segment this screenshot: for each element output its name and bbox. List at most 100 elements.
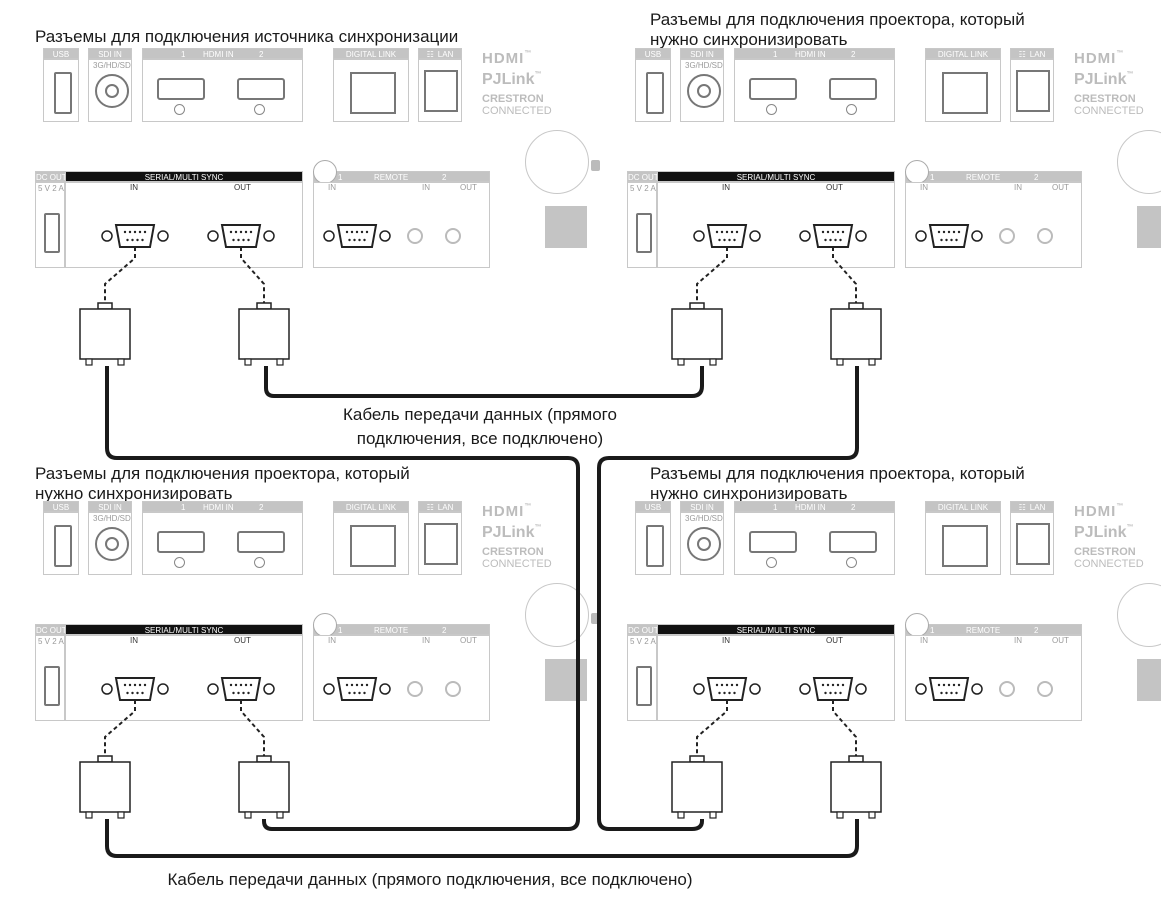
usb-label: USB xyxy=(43,501,79,512)
panel-target-top-right-remote-1-connector-pin xyxy=(957,230,961,234)
serial-multi-sync-ports: IN OUT xyxy=(657,182,895,268)
sdi-bnc-connector xyxy=(687,74,721,108)
panel-target-bottom-left-remote-1-connector-pin xyxy=(363,691,366,695)
panel-target-bottom-right-serial-out-connector-pin xyxy=(829,691,832,695)
panel-target-bottom-left-serial-in-connector-pin xyxy=(136,691,139,695)
remote-1-in-label: IN xyxy=(328,636,336,645)
panel-source-serial-out-connector-shell xyxy=(220,224,262,248)
panel-target-top-right-remote-1-connector-pin xyxy=(940,238,943,242)
pjlink-logo-text: PJLink xyxy=(482,524,535,541)
pjlink-logo-tm: ™ xyxy=(1126,71,1134,78)
panel-target-top-right-remote-1-connector-pin xyxy=(955,238,958,242)
serial-in-label: IN xyxy=(130,636,138,645)
panel-target-bottom-right-serial-in-connector-pin xyxy=(730,683,734,687)
panel-source-in-plug-body xyxy=(79,308,131,360)
pjlink-logo: PJLink™ xyxy=(1074,524,1133,542)
sdi-in-label: SDI IN xyxy=(88,501,132,512)
crestron-logo: CRESTRON xyxy=(482,546,544,558)
panel-target-bottom-right-serial-in-connector-pin xyxy=(720,683,724,687)
panel-source-remote-1-connector-pin xyxy=(355,230,359,234)
usb-port xyxy=(635,512,671,575)
crestron-connected-logo: CONNECTED xyxy=(482,558,552,570)
panel-target-bottom-left-serial-out-connector-pin xyxy=(244,683,248,687)
remote-label: REMOTE xyxy=(966,626,1001,635)
panel-source-serial-out-connector-right-screw xyxy=(263,230,275,242)
panel-target-bottom-right-serial-out-connector-right-screw xyxy=(855,683,867,695)
panel-source-out-plug-tip xyxy=(256,302,272,310)
panel-target-bottom-left-in-plug-body xyxy=(79,761,131,813)
panel-target-bottom-left-serial-in-connector-pin xyxy=(141,691,144,695)
panel-target-top-right-serial-out-connector-left-screw xyxy=(799,230,811,242)
cable-tr-out-to-br-in xyxy=(597,366,859,831)
panel-target-bottom-left-serial-out-connector-pin xyxy=(242,691,245,695)
panel-target-bottom-left-remote-1-connector-pin xyxy=(358,691,361,695)
panel-target-top-right-out-lead xyxy=(832,247,857,303)
dc-out-usb-socket xyxy=(636,213,652,253)
panel-source-remote-1-connector-pin xyxy=(363,238,366,242)
lan-label: ☷LAN xyxy=(418,48,462,59)
hdmi-logo-text: HDMI xyxy=(482,503,525,520)
panel-target-top-right-serial-in-connector-pin xyxy=(735,230,739,234)
panel-source-remote-1-connector-pin xyxy=(365,230,369,234)
lan-port xyxy=(418,59,462,122)
panel-target-bottom-left-in-lead xyxy=(104,700,136,756)
panel-target-bottom-left-serial-out-connector-shell xyxy=(220,677,262,701)
hdmi-2-port xyxy=(237,78,285,100)
dc-out-rating: 5 V 2 A xyxy=(630,184,656,193)
panel-target-bottom-right-remote-1-connector-pin xyxy=(937,683,941,687)
panel-target-bottom-right-serial-out-connector-shell xyxy=(812,677,854,701)
title-source-projector: Разъемы для подключения источника синхро… xyxy=(35,27,459,46)
panel-source-remote-1-connector-pin xyxy=(360,230,364,234)
panel-target-bottom-right-serial-in-connector-pin xyxy=(715,683,719,687)
panel-target-top-right-serial-out-connector-pin xyxy=(831,230,835,234)
usb-socket xyxy=(646,525,664,567)
crestron-connected-logo: CONNECTED xyxy=(1074,558,1144,570)
hdmi-in-label: HDMI IN xyxy=(203,503,234,512)
sdi-in-port: 3G/HD/SD xyxy=(680,59,724,122)
panel-target-top-right-in-plug-body xyxy=(671,308,723,360)
panel-target-bottom-left-remote-1-connector-pin xyxy=(348,691,351,695)
panel-target-top-right-serial-out-connector-pin xyxy=(824,238,827,242)
digital-link-port xyxy=(333,512,409,575)
panel-target-top-right-serial-in-connector-pin xyxy=(725,230,729,234)
panel-target-bottom-right-serial-in-connector-pin xyxy=(723,691,726,695)
hdmi-2-label: 2 xyxy=(851,503,856,512)
lan-rj45 xyxy=(424,70,458,112)
panel-target-bottom-right-serial-out-connector-pin xyxy=(836,683,840,687)
panel-target-bottom-left-remote-2-out-jack xyxy=(445,681,461,697)
panel-target-bottom-left-remote-1-connector-pin xyxy=(355,683,359,687)
dc-out-label: DC OUT xyxy=(627,624,659,635)
remote-2-in-label: IN xyxy=(422,183,430,192)
usb-socket xyxy=(646,72,664,114)
panel-source-remote-2-in-jack xyxy=(407,228,423,244)
panel-target-bottom-right-out-plug-foot xyxy=(868,811,876,819)
panel-source-serial-out-connector-pin xyxy=(239,230,243,234)
panel-source-serial-out-connector-pin xyxy=(234,230,238,234)
hdmi-logo-tm: ™ xyxy=(1116,50,1125,57)
panel-source-remote-1-connector-right-screw xyxy=(379,230,391,242)
sdi-bnc-connector xyxy=(687,527,721,561)
serial-out-label: OUT xyxy=(826,636,843,645)
title-target-projector-top-right: Разъемы для подключения проектора, котор… xyxy=(650,10,1025,49)
panel-source-remote-1-connector-pin xyxy=(345,230,349,234)
panel-target-bottom-left-serial-out-connector-pin xyxy=(247,691,250,695)
panel-target-top-right-in-plug-foot xyxy=(677,358,685,366)
panel-source-serial-out-connector-pin xyxy=(232,238,235,242)
panel-target-bottom-right-in-plug-foot xyxy=(709,811,717,819)
serial-out-label: OUT xyxy=(234,183,251,192)
panel-source-serial-in-connector-pin xyxy=(143,230,147,234)
pjlink-logo-text: PJLink xyxy=(1074,524,1127,541)
title-target-projector-bottom-right: Разъемы для подключения проектора, котор… xyxy=(650,464,1025,503)
remote-1-in-label: IN xyxy=(328,183,336,192)
serial-multi-sync-ports: IN OUT xyxy=(65,182,303,268)
hdmi-in-label-bar: 1 HDMI IN 2 xyxy=(142,48,303,59)
panel-target-bottom-left-in-plug-tip xyxy=(97,755,113,763)
lan-rj45 xyxy=(1016,70,1050,112)
panel-target-bottom-left-remote-1-connector-shell xyxy=(336,677,378,701)
digital-link-label: DIGITAL LINK xyxy=(333,48,409,59)
panel-target-bottom-right-serial-in-connector-left-screw xyxy=(693,683,705,695)
panel-target-bottom-right-serial-out-connector-pin xyxy=(834,691,837,695)
panel-target-bottom-right-serial-out-connector-pin xyxy=(841,683,845,687)
panel-target-bottom-left-serial-in-connector-pin xyxy=(128,683,132,687)
hdmi-logo-tm: ™ xyxy=(524,503,533,510)
